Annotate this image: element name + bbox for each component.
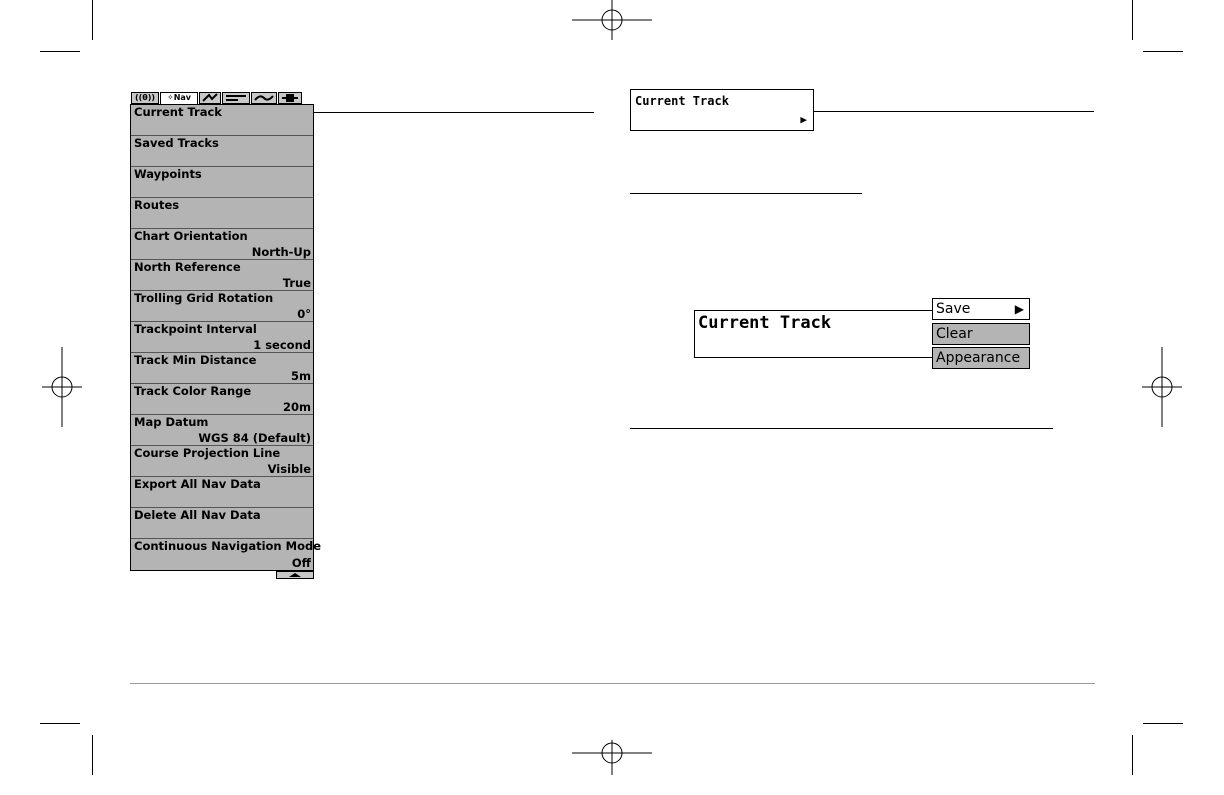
alarm-icon [254, 95, 274, 101]
leader-line [814, 111, 1094, 112]
sonar-icon: ((θ)) [134, 93, 156, 102]
tab-nav[interactable]: ✧Nav [160, 92, 198, 104]
menu-item-value: True [282, 276, 311, 290]
menu-item-chart-orientation[interactable]: Chart Orientation North-Up [131, 229, 313, 260]
menu-item-continuous-navigation-mode[interactable]: Continuous Navigation Mode Off [131, 539, 321, 570]
menu-item-value: 5m [291, 369, 311, 383]
menu-item-label: Export All Nav Data [134, 477, 261, 491]
submenu-option-appearance[interactable]: Appearance [932, 347, 1030, 369]
crop-mark [1132, 735, 1133, 775]
menu-item-delete-all-nav-data[interactable]: Delete All Nav Data [131, 508, 313, 539]
menu-item-export-all-nav-data[interactable]: Export All Nav Data [131, 477, 313, 508]
registration-mark-icon [42, 347, 82, 427]
right-arrow-icon: ▶ [1014, 302, 1024, 316]
option-label: Appearance [936, 350, 1021, 366]
menu-item-label: Saved Tracks [134, 136, 219, 150]
registration-mark-icon [1142, 347, 1182, 427]
current-track-callout: Current Track ▶ [630, 89, 814, 131]
menu-item-label: Chart Orientation [134, 229, 248, 243]
menu-item-label: Trackpoint Interval [134, 322, 257, 336]
menu-item-north-reference[interactable]: North Reference True [131, 260, 313, 291]
nav-icon: ✧Nav [166, 93, 191, 102]
menu-item-trackpoint-interval[interactable]: Trackpoint Interval 1 second [131, 322, 313, 353]
menu-tab-strip: ((θ)) ✧Nav [131, 92, 302, 104]
callout-title: Current Track [635, 94, 729, 108]
current-track-item-large: Current Track [694, 310, 932, 358]
menu-item-label: Current Track [134, 105, 222, 119]
menu-item-label: North Reference [134, 260, 241, 274]
menu-item-label: Track Color Range [134, 384, 252, 398]
menu-item-course-projection-line[interactable]: Course Projection Line Visible [131, 446, 313, 477]
option-label: Clear [936, 326, 973, 342]
crop-mark [1132, 0, 1133, 40]
crop-mark [40, 723, 80, 724]
menu-item-value: Visible [267, 462, 311, 476]
tab-accessory[interactable] [278, 92, 302, 104]
tab-sonar[interactable]: ((θ)) [131, 92, 159, 104]
menu-item-current-track[interactable]: Current Track [131, 105, 313, 136]
tab-setup[interactable] [222, 92, 250, 104]
menu-item-label: Routes [134, 198, 180, 212]
menu-item-trolling-grid-rotation[interactable]: Trolling Grid Rotation 0° [131, 291, 313, 322]
tab-alarm[interactable] [251, 92, 277, 104]
crop-mark [92, 735, 93, 775]
menu-item-track-color-range[interactable]: Track Color Range 20m [131, 384, 313, 415]
menu-item-value: North-Up [251, 245, 311, 259]
menu-item-value: WGS 84 (Default) [198, 431, 311, 445]
footer-rule [130, 683, 1095, 684]
setup-icon [226, 95, 246, 101]
registration-mark-icon [572, 740, 652, 775]
menu-item-map-datum[interactable]: Map Datum WGS 84 (Default) [131, 415, 313, 446]
scroll-arrow-icon [289, 573, 301, 577]
right-arrow-icon: ▶ [800, 113, 807, 126]
leader-line [314, 112, 594, 113]
menu-item-routes[interactable]: Routes [131, 198, 313, 229]
accessory-icon [282, 94, 298, 102]
divider [630, 193, 862, 194]
menu-item-label: Track Min Distance [134, 353, 257, 367]
nav-menu-panel: Current Track Saved Tracks Waypoints Rou… [130, 104, 321, 571]
crop-mark [40, 51, 80, 52]
item-title: Current Track [698, 313, 832, 333]
menu-item-label: Course Projection Line [134, 446, 281, 460]
menu-item-value: 0° [297, 307, 311, 321]
menu-item-label: Map Datum [134, 415, 209, 429]
menu-item-saved-tracks[interactable]: Saved Tracks [131, 136, 313, 167]
divider [630, 428, 1053, 429]
menu-item-track-min-distance[interactable]: Track Min Distance 5m [131, 353, 313, 384]
menu-item-value: Off [291, 556, 311, 570]
registration-mark-icon [572, 0, 652, 40]
chart-icon [202, 93, 218, 102]
scroll-down-button[interactable] [276, 571, 314, 579]
menu-item-value: 1 second [253, 338, 311, 352]
menu-item-value: 20m [283, 400, 311, 414]
crop-mark [92, 0, 93, 40]
crop-mark [1143, 51, 1183, 52]
submenu-option-save[interactable]: Save ▶ [932, 298, 1030, 320]
menu-item-label: Waypoints [134, 167, 202, 181]
menu-item-waypoints[interactable]: Waypoints [131, 167, 313, 198]
tab-chart[interactable] [199, 92, 221, 104]
submenu-option-clear[interactable]: Clear [932, 323, 1030, 345]
menu-item-label: Continuous Navigation Mode [134, 539, 321, 553]
menu-item-label: Trolling Grid Rotation [134, 291, 274, 305]
crop-mark [1143, 723, 1183, 724]
menu-item-label: Delete All Nav Data [134, 508, 261, 522]
option-label: Save [936, 301, 971, 317]
